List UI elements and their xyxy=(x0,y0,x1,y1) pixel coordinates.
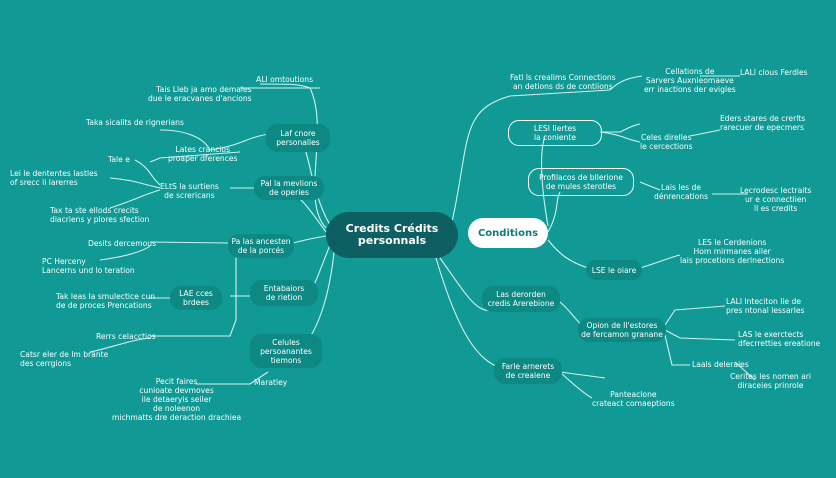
node-l10[interactable]: Tax ta ste ellods crecits diacriens y pl… xyxy=(50,206,150,224)
node-l16[interactable]: Entabaiors de rietion xyxy=(250,280,318,306)
node-l20[interactable]: Pecit faires cunioate devmoves ile detae… xyxy=(112,377,242,422)
node-r10[interactable]: LSE le oiare xyxy=(586,260,642,280)
node-r17[interactable]: Laals delerales xyxy=(692,360,749,369)
node-r2[interactable]: Cellations de Sarvers Auxnieomaeve err i… xyxy=(644,67,736,94)
node-l7[interactable]: Lei le dententes lastles of srecc li lar… xyxy=(10,169,98,187)
node-r12[interactable]: Las derorden credis Arerebione xyxy=(482,286,560,312)
node-l13[interactable]: PC Herceny Lancerns und lo teration xyxy=(42,257,135,275)
node-r13[interactable]: Opion de Il'estores de fercamon granane xyxy=(578,318,666,342)
node-r3[interactable]: LALl clous Ferdles xyxy=(740,68,808,77)
node-l15[interactable]: LAE cces brdees xyxy=(170,286,222,310)
node-r11[interactable]: LES le Cerdenions Hom mirmanes ailer lai… xyxy=(680,238,785,265)
node-r14[interactable]: LALI lnteciton lie de pres ntonal lessar… xyxy=(726,297,805,315)
node-l5[interactable]: Lates crancios proaper dferences xyxy=(168,145,238,163)
node-l9[interactable]: Pal la mevlions de operies xyxy=(254,176,324,200)
node-r6[interactable]: Eders stares de crerlts rarecuer de epec… xyxy=(720,114,806,132)
node-l6[interactable]: Tale e xyxy=(108,155,130,164)
node-l18[interactable]: Catsr eler de lm brante des cerrgions xyxy=(20,350,109,368)
node-r15[interactable]: LAS le exerctects dfecrretties ereatione xyxy=(738,330,821,348)
node-l3[interactable]: Taka sicalits de rignerians xyxy=(86,118,184,127)
node-l4[interactable]: Laf cnore personalles xyxy=(266,124,330,152)
node-r19[interactable]: Panteaclone crateact comaeptions xyxy=(592,390,675,408)
node-l21[interactable]: Maratley xyxy=(254,378,288,387)
node-l17[interactable]: Rerrs celacctios xyxy=(96,332,156,341)
node-l19[interactable]: Celules persoanantes tiemons xyxy=(250,334,322,368)
node-r4[interactable]: LESI Iiertes la coniente xyxy=(508,120,602,146)
node-l11[interactable]: Desits dercemous xyxy=(88,239,157,248)
central-topic-node[interactable]: Credits Crédits personnals xyxy=(326,212,458,258)
node-l12[interactable]: Pa las ancesten de la porcés xyxy=(228,234,294,258)
node-l8[interactable]: ELtS la surtiens de screricans xyxy=(160,182,219,200)
conditions-node[interactable]: Conditions xyxy=(468,218,548,248)
node-l2[interactable]: Tais Lleb ja amo demales due le eracvane… xyxy=(148,85,252,103)
node-l1[interactable]: ALI omtoutions xyxy=(256,75,314,84)
node-r1[interactable]: Fatl ls crealims Connections an detions … xyxy=(510,73,616,91)
node-r9[interactable]: Lecrodesc lectraits ur e connectiien ll … xyxy=(740,186,812,213)
node-r8[interactable]: Lais les de dénrencations xyxy=(654,183,709,201)
node-r18[interactable]: Cerites les nomen ari diraceies prinrole xyxy=(730,372,812,390)
node-r16[interactable]: Farle arnerets de crealene xyxy=(494,358,562,384)
node-l14[interactable]: Tak leas la smulectice cun de de proces … xyxy=(56,292,156,310)
node-r7[interactable]: Profilacos de bllerione de mules sterotl… xyxy=(528,168,634,196)
node-r5[interactable]: Celes direlles le cercections xyxy=(640,133,693,151)
